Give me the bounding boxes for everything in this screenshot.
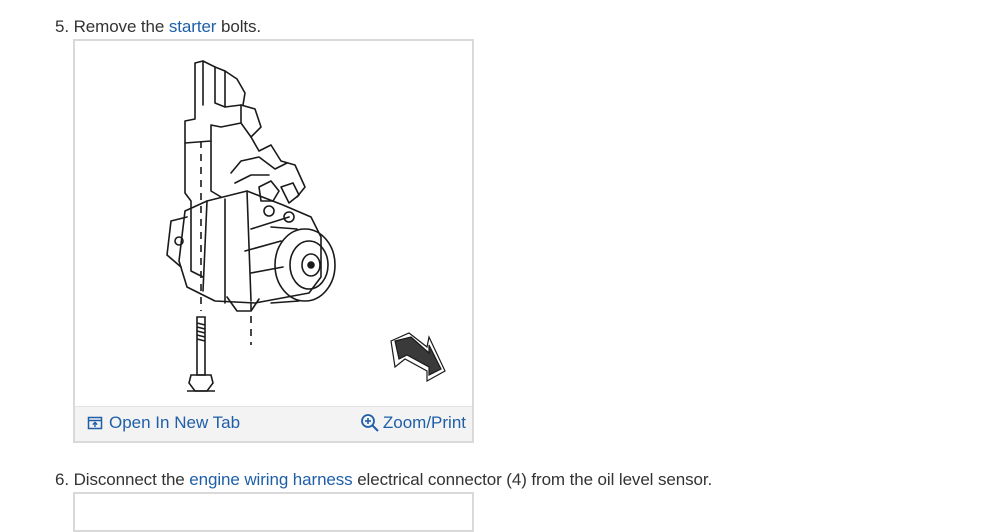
open-in-new-tab-label: Open In New Tab	[109, 413, 241, 432]
step-text-tail: electrical connector (4) from the oil le…	[352, 470, 713, 489]
figure-toolbar: Open In New Tab Zoom/Print	[75, 406, 472, 441]
zoom-print-label: Zoom/Print	[382, 413, 466, 432]
open-in-new-tab-button[interactable]: Open In New Tab	[87, 413, 240, 433]
step-text-lead: Disconnect the	[73, 470, 190, 489]
zoom-print-button[interactable]: Zoom/Print	[360, 413, 466, 433]
step-6-instruction: 6. Disconnect the engine wiring harness …	[55, 470, 712, 490]
step-text-lead: Remove the	[73, 17, 169, 36]
starter-bolts-figure: Open In New Tab Zoom/Print	[73, 39, 474, 443]
zoom-magnifier-icon	[360, 414, 379, 432]
starter-link[interactable]: starter	[168, 17, 217, 36]
engine-wiring-harness-link[interactable]: engine wiring harness	[189, 470, 353, 489]
step-number: 5.	[55, 17, 69, 36]
open-new-tab-icon	[87, 416, 103, 430]
step-5-instruction: 5. Remove the starter bolts.	[55, 17, 261, 37]
next-figure-frame	[73, 492, 474, 532]
step-text-tail: bolts.	[216, 17, 262, 36]
starter-diagram	[166, 60, 446, 392]
step-number: 6.	[55, 470, 69, 489]
